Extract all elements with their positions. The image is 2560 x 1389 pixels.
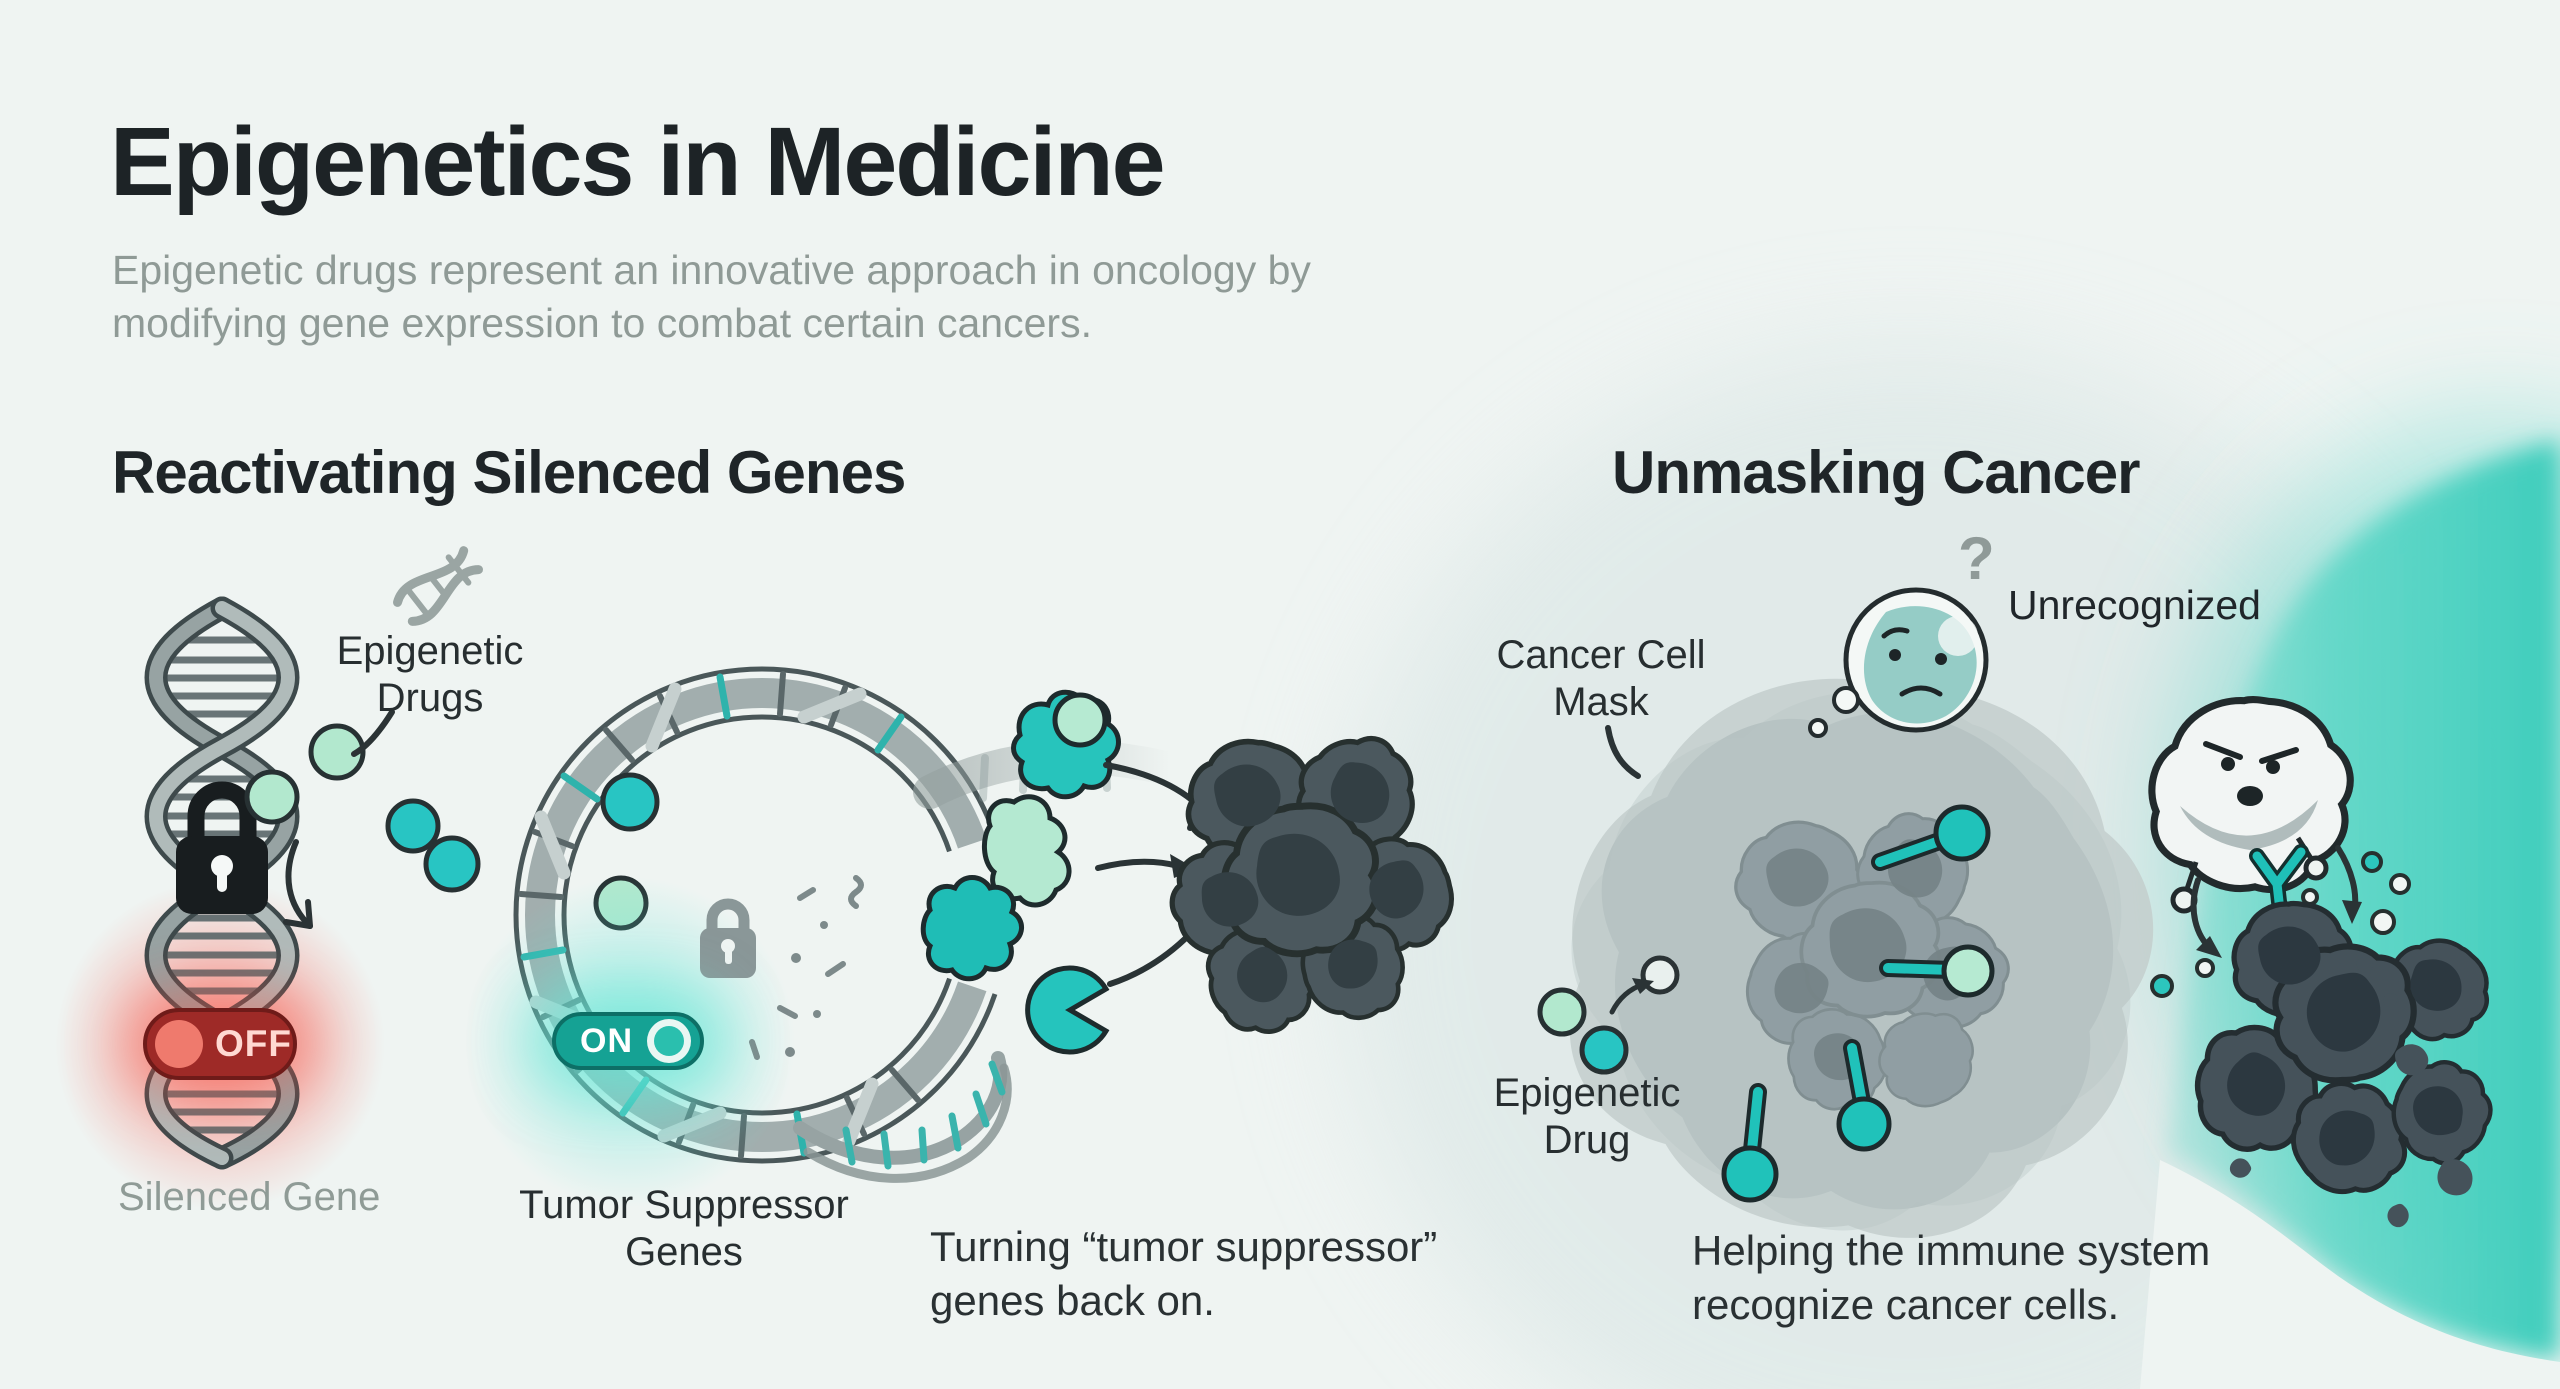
left-caption: Turning “tumor suppressor” genes back on… [930,1223,1438,1324]
silenced-gene-label: Silenced Gene [118,1175,381,1219]
on-toggle-knob [647,1019,691,1063]
mask-label-arrow [1605,725,1641,779]
immune-cell-confused-icon [1808,587,1989,738]
off-toggle-knob [155,1020,203,1068]
section-heading-reactivating: Reactivating Silenced Genes [112,439,906,506]
bottom-white-wave [2140,1160,2560,1389]
masked-cancer-cell-icon [1480,580,2234,1332]
protein-blob-icon [920,689,1121,982]
off-toggle-label: OFF [215,1023,292,1064]
page-title: Epigenetics in Medicine [110,107,1166,216]
pacman-protein-icon [1025,965,1110,1055]
activate-arrow-icon [1605,725,1654,1015]
right-caption: Helping the immune system recognize canc… [1692,1227,2211,1328]
broken-lock-icon [700,875,864,1060]
cancer-cell-mask-label: Cancer Cell Mask [1496,633,1706,725]
unrecognized-label: Unrecognized [2008,582,2261,628]
mask-notch [1640,955,1680,995]
lock-icon [176,781,268,914]
drug-dot-icon [2150,851,2411,998]
question-mark: ? [1958,525,1995,592]
activate-arrow-icon [2190,845,2362,958]
epigenetic-drug-label: Epigenetic Drug [1493,1071,1681,1163]
drug-dot-icon [244,723,481,893]
page-subtitle: Epigenetic drugs represent an innovative… [112,247,1311,347]
antigen-pin-icon [1721,804,1995,1203]
epigenetic-drugs-label: Epigenetic Drugs [336,629,524,721]
tumor-suppressor-label: Tumor Suppressor Genes [519,1183,849,1275]
drug-dot-icon [1537,987,1629,1075]
mini-dna-icon [393,546,483,626]
on-toggle-label: ON [580,1021,633,1060]
section-heading-unmasking: Unmasking Cancer [1612,439,2141,506]
off-toggle: OFF [143,1008,297,1080]
on-toggle: ON [552,1012,704,1070]
activate-arrow-icon [283,709,395,929]
thought-bubble-icon [1808,686,1860,738]
